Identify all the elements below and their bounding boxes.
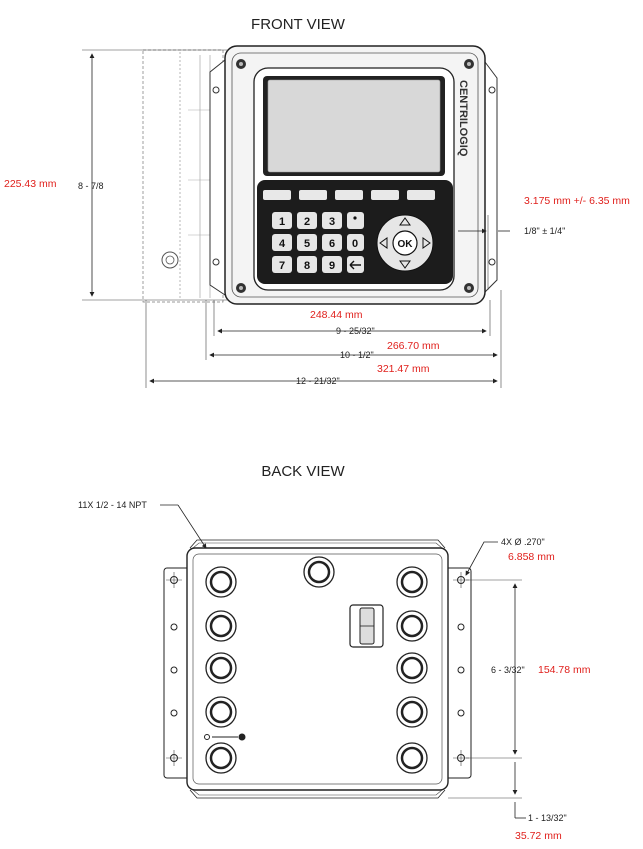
holes-inches-label: 4X Ø .270" [501, 537, 545, 547]
offset-dimension: 1 - 13/32" 35.72 mm [448, 762, 567, 842]
offset-mm-label: 35.72 mm [515, 830, 562, 842]
key-7: 7 [279, 260, 285, 272]
conduit-ports [205, 556, 428, 774]
arrow-down-icon [399, 260, 411, 269]
width2-mm-label: 266.70 mm [387, 340, 440, 352]
holes-callout: 4X Ø .270" 6.858 mm [465, 537, 555, 576]
spacing-inches-label: 6 - 3/32" [491, 665, 525, 675]
arrow-right-icon [422, 237, 431, 249]
width3-inches-label: 12 - 21/32" [296, 376, 340, 386]
ports-callout: 11X 1/2 - 14 NPT [78, 500, 207, 549]
arrow-up-icon [399, 217, 411, 226]
display-screen [263, 76, 445, 176]
width-dimensions: 9 - 25/32" 248.44 mm 10 - 1/2" 266.70 mm… [145, 290, 502, 388]
key-2: 2 [304, 216, 310, 228]
ok-button-label: OK [398, 239, 414, 250]
ground-indicator-icon [204, 733, 246, 741]
key-6: 6 [329, 238, 335, 250]
gap-mm-label: 3.175 mm +/- 6.35 mm [524, 195, 630, 207]
brand-logo: CENTRILOGIQ [457, 80, 469, 157]
decimal-point-icon [353, 216, 357, 220]
key-5: 5 [304, 238, 310, 250]
corner-screw-icon [236, 59, 474, 293]
key-8: 8 [304, 260, 310, 272]
flange-holes [166, 572, 469, 766]
width2-inches-label: 10 - 1/2" [340, 350, 374, 360]
width1-mm-label: 248.44 mm [310, 309, 363, 321]
width3-mm-label: 321.47 mm [377, 363, 430, 375]
arrow-left-icon [379, 237, 388, 249]
soft-keys [263, 190, 435, 200]
right-flange [484, 60, 498, 294]
latch [349, 604, 384, 648]
gap-dimension: 1/8" ± 1/4" 3.175 mm +/- 6.35 mm [458, 195, 630, 290]
spacing-dimension: 6 - 3/32" 154.78 mm [466, 579, 591, 759]
height-inches-label: 8 - 7/8 [78, 181, 104, 191]
key-0: 0 [352, 238, 358, 250]
key-1: 1 [279, 216, 285, 228]
width1-inches-label: 9 - 25/32" [336, 326, 375, 336]
offset-inches-label: 1 - 13/32" [528, 813, 567, 823]
holes-mm-label: 6.858 mm [508, 551, 555, 563]
numeric-keys: 1 2 3 4 5 6 7 8 9 0 [272, 212, 364, 273]
front-view-title: FRONT VIEW [251, 16, 346, 33]
ports-label: 11X 1/2 - 14 NPT [78, 500, 147, 510]
key-4: 4 [279, 238, 286, 250]
key-9: 9 [329, 260, 335, 272]
enter-arrow-icon [349, 260, 361, 270]
height-mm-label: 225.43 mm [4, 178, 57, 190]
key-3: 3 [329, 216, 335, 228]
navigation-pad: OK [376, 214, 434, 272]
height-dimension: 8 - 7/8 225.43 mm [4, 49, 228, 301]
left-flange [209, 58, 226, 296]
back-view-title: BACK VIEW [261, 463, 345, 480]
spacing-mm-label: 154.78 mm [538, 664, 591, 676]
gap-inches-label: 1/8" ± 1/4" [524, 226, 565, 236]
